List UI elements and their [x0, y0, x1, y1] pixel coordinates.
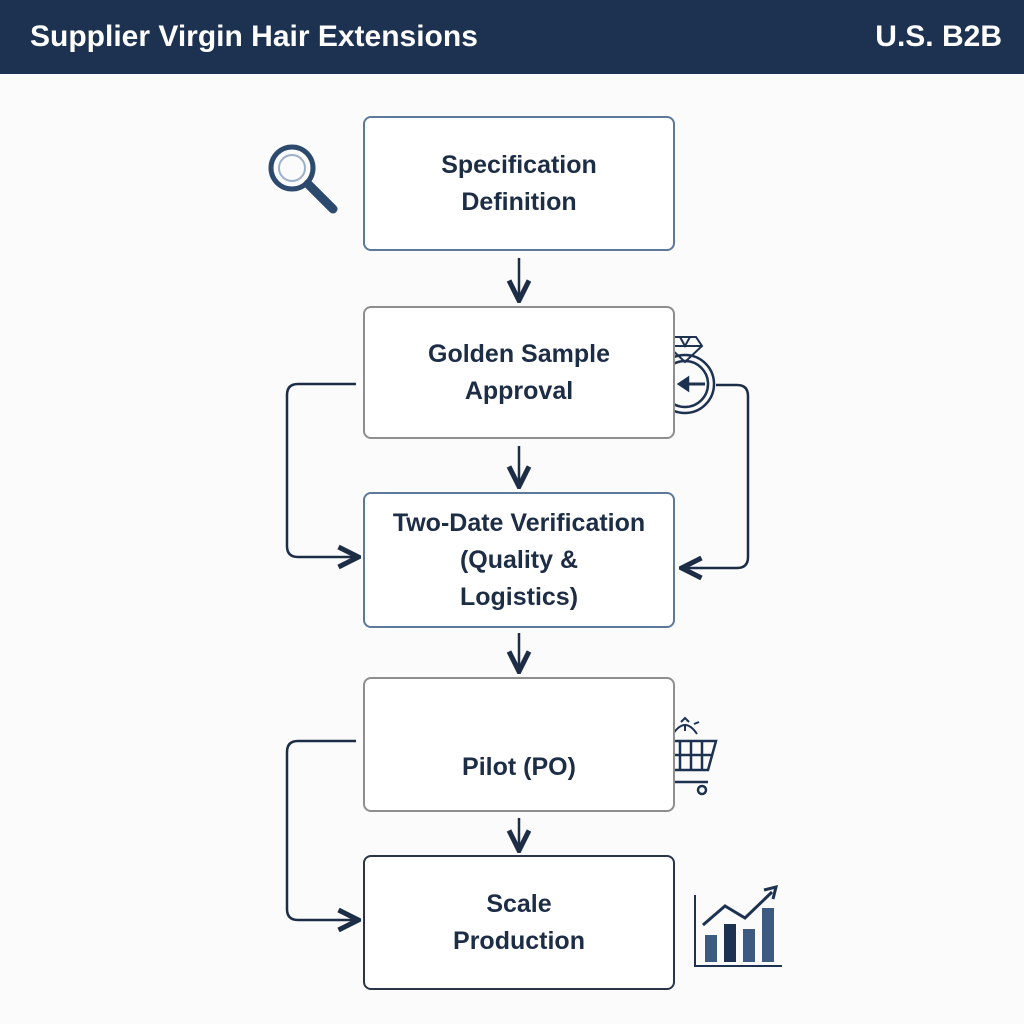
step-label: Definition	[461, 187, 577, 216]
loop-left-upper	[285, 382, 356, 557]
step-two-date-verification: Two-Date Verification (Quality & Logisti…	[363, 492, 675, 628]
loop-left-lower	[285, 739, 356, 920]
diagram-title: Supplier Virgin Hair Extensions	[30, 20, 478, 53]
step-label: Production	[453, 926, 585, 955]
bar-chart-growth-icon	[694, 884, 782, 967]
step-label: Approval	[464, 376, 574, 405]
region-label: U.S. B2B	[875, 20, 1002, 53]
step-label: Logistics)	[459, 582, 579, 611]
step-label: Pilot (PO)	[462, 753, 576, 781]
header-bar: Supplier Virgin Hair Extensions U.S. B2B	[0, 0, 1024, 74]
step-scale-production: Scale Production	[363, 855, 675, 990]
magnifier-icon	[268, 144, 338, 214]
step-label: Golden Sample	[428, 339, 610, 368]
step-label: Two-Date Verification	[392, 508, 646, 537]
step-label: (Quality &	[459, 545, 579, 574]
step-golden-sample-approval: Golden Sample Approval	[363, 306, 675, 439]
step-label: Scale	[486, 889, 552, 918]
loop-right	[684, 383, 750, 568]
step-pilot-po: Pilot (PO)	[363, 677, 675, 812]
step-label: Specification	[441, 150, 597, 179]
step-specification-definition: Specification Definition	[363, 116, 675, 251]
